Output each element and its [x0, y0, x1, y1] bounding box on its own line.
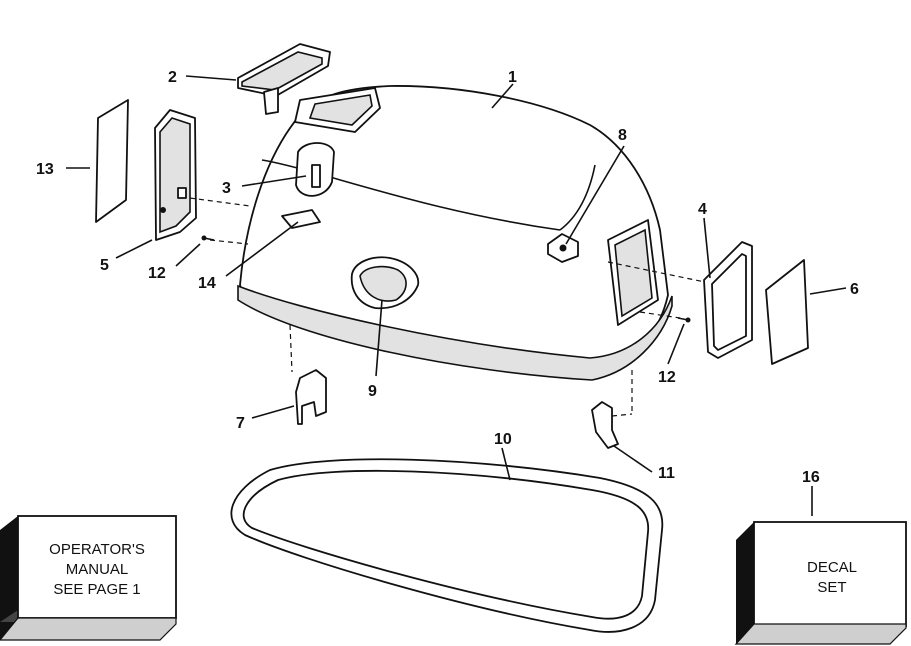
callout-4: 4 — [698, 201, 707, 218]
operators-manual-line2: MANUAL — [66, 561, 129, 578]
operators-manual-line1: OPERATOR'S — [49, 541, 145, 558]
frame-part-4 — [703, 241, 753, 359]
callout-1: 1 — [508, 69, 517, 86]
decal-set-line2: SET — [817, 579, 846, 596]
alignment-lines — [189, 197, 706, 417]
decal-set-line1: DECAL — [807, 559, 857, 576]
callout-14: 14 — [198, 275, 216, 292]
callout-10: 10 — [494, 431, 512, 448]
callout-7: 7 — [236, 415, 245, 432]
bracket-part-11 — [591, 401, 619, 449]
callout-12-right: 12 — [658, 369, 676, 386]
operators-manual-line3: SEE PAGE 1 — [53, 581, 140, 598]
callout-2: 2 — [168, 69, 177, 86]
top-cap-part — [237, 43, 331, 115]
callout-11: 11 — [658, 465, 675, 482]
seal-ring-part-10 — [230, 458, 664, 633]
decal-panel-13 — [95, 99, 129, 223]
decal-set-box: DECAL SET — [734, 521, 907, 645]
callout-6: 6 — [850, 281, 859, 298]
callout-16: 16 — [802, 469, 820, 486]
callout-9: 9 — [368, 383, 377, 400]
callout-3: 3 — [222, 180, 231, 197]
operators-manual-box: OPERATOR'S MANUAL SEE PAGE 1 — [0, 515, 177, 641]
callout-8: 8 — [618, 127, 627, 144]
callout-13: 13 — [36, 161, 54, 178]
side-cover-part-5 — [154, 109, 197, 241]
callout-numbers: 2 1 13 3 8 4 6 5 12 14 9 12 7 10 11 16 — [36, 69, 859, 486]
callout-12-left: 12 — [148, 265, 166, 282]
decal-panel-6 — [765, 259, 809, 365]
leader-lines — [66, 75, 847, 516]
callout-5: 5 — [100, 257, 109, 274]
engine-cover-part — [237, 85, 673, 381]
screw-part-12 — [201, 235, 691, 323]
bracket-part-7 — [295, 369, 327, 425]
